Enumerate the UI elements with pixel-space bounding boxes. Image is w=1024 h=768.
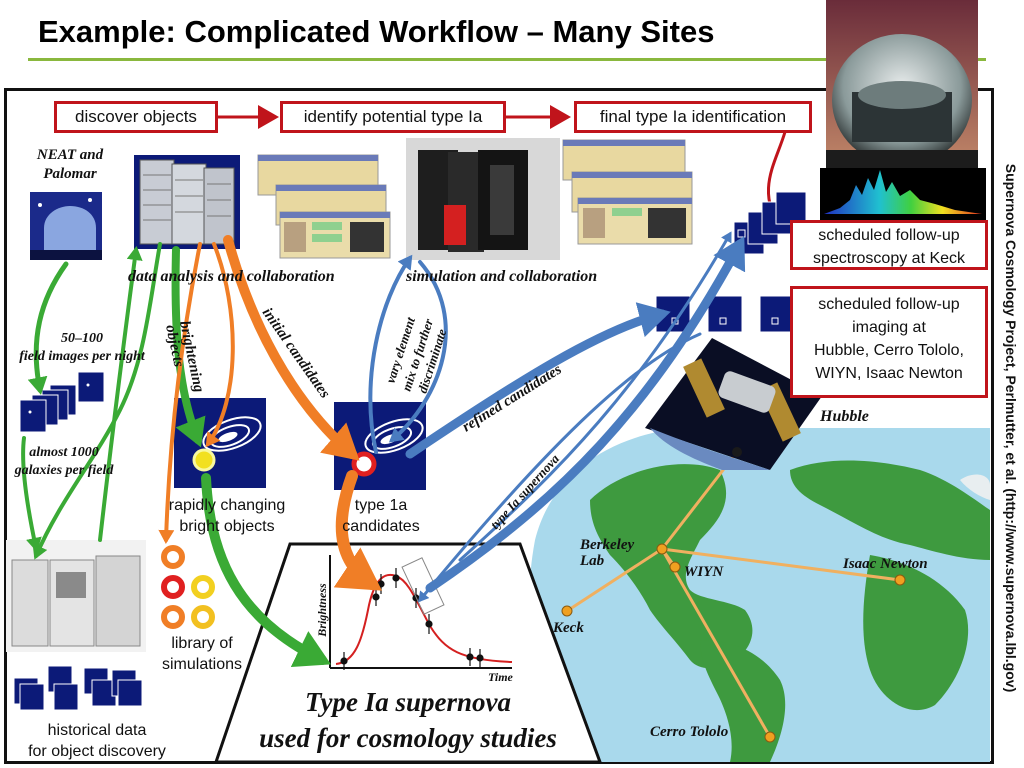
site-dot-wiyn [669, 561, 681, 573]
followup-spectroscopy-line2: spectroscopy at Keck [812, 250, 966, 267]
label-rapidly-changing-1: rapidly changing [168, 497, 286, 514]
label-hubble: Hubble [820, 408, 869, 425]
galaxy-thumbnail-icon [19, 371, 105, 433]
followup-imaging-line2: imaging at [852, 319, 926, 336]
blue-arrows [368, 231, 746, 603]
followup-imaging-line1: scheduled follow-up [818, 296, 960, 313]
label-galaxies: almost 1000 galaxies per field [2, 444, 126, 480]
label-simulation: simulation and collaboration [406, 268, 598, 285]
cosmology-caption-line1: Type Ia supernova [305, 687, 511, 717]
label-field-images: 50–100 field images per night [6, 330, 158, 366]
followup-imaging-line3: Hubble, Cerro Tololo, [813, 342, 964, 359]
world-map [529, 428, 990, 762]
followup-spectroscopy-box: scheduled follow-up spectroscopy at Keck [790, 220, 988, 270]
hubble-telescope-icon [645, 338, 822, 470]
label-field-images-count: 50–100 [61, 331, 103, 346]
historical-thumbnails [13, 665, 143, 711]
label-data-analysis: data analysis and collaboration [128, 268, 335, 285]
label-historical: historical data for object discovery [6, 720, 188, 762]
label-simulations: simulations [161, 656, 243, 673]
software-window-icon [257, 154, 391, 259]
label-neat-palomar: NEAT and Palomar [22, 146, 118, 184]
followup-imaging-box: scheduled follow-up imaging at Hubble, C… [790, 286, 988, 398]
cosmology-caption-line2: used for cosmology studies [259, 723, 557, 753]
site-label-wiyn: WIYN [684, 564, 724, 580]
label-rapidly-changing-2: bright objects [179, 518, 275, 535]
spectrum-icon [820, 168, 986, 220]
label-neat: NEAT and [36, 147, 104, 163]
site-dot-berkeley [656, 543, 668, 555]
label-object-discovery: for object discovery [28, 743, 166, 760]
label-library: library of simulations [150, 633, 254, 675]
orange-arrows [158, 235, 382, 591]
site-label-berkeley: Berkeley [579, 537, 634, 553]
page-title: Example: Complicated Workflow – Many Sit… [38, 14, 715, 49]
label-rapidly-changing: rapidly changing bright objects [152, 495, 302, 537]
site-label-cerro-tololo: Cerro Tololo [650, 724, 728, 740]
followup-imaging-line4: WIYN, Isaac Newton [815, 365, 963, 382]
observatory-dome-icon [826, 0, 978, 172]
supernova-ring-icon [161, 545, 215, 629]
light-curve-panel: Brightness Time [213, 542, 603, 764]
label-candidates: candidates [342, 518, 420, 535]
mainframe-computer-icon [6, 540, 146, 652]
label-field-images-text: field images per night [19, 349, 145, 364]
label-historical-data: historical data [47, 722, 147, 739]
stage-final-identification: final type Ia identification [574, 101, 812, 133]
palomar-dome-icon [30, 192, 102, 260]
site-dot-cerro-tololo [764, 731, 776, 743]
stage-discover-objects: discover objects [54, 101, 218, 133]
label-galaxies-count: almost 1000 [29, 445, 99, 460]
axis-label-time: Time [488, 670, 514, 684]
followup-spectroscopy-line1: scheduled follow-up [818, 227, 960, 244]
site-dots [561, 543, 906, 743]
title-rule [28, 58, 986, 61]
label-type1a: type 1a [354, 497, 408, 514]
stage-identify-type-ia: identify potential type Ia [280, 101, 506, 133]
label-galaxies-text: galaxies per field [14, 463, 114, 478]
label-library-of: library of [171, 635, 233, 652]
site-label-isaac-newton: Isaac Newton [842, 556, 928, 572]
axis-label-brightness: Brightness [315, 583, 329, 638]
label-refined-candidates: refined candidates [460, 361, 565, 435]
computer-rack-icon [134, 155, 240, 249]
label-palomar: Palomar [43, 166, 97, 182]
site-dot-keck [561, 605, 573, 617]
green-arrows [21, 242, 331, 668]
side-credit: Supernova Cosmology Project, Perlmutter,… [1003, 163, 1019, 693]
software-window-icon-2 [562, 139, 693, 245]
supercomputer-icon [406, 138, 560, 260]
site-label-berkeley-lab: Lab [579, 553, 605, 569]
discovery-thumbnails [655, 191, 807, 333]
site-label-keck: Keck [552, 620, 584, 636]
site-dot-isaac-newton [894, 574, 906, 586]
cosmology-caption: Type Ia supernova used for cosmology stu… [218, 684, 598, 756]
label-type1a-candidates: type 1a candidates [326, 495, 436, 537]
